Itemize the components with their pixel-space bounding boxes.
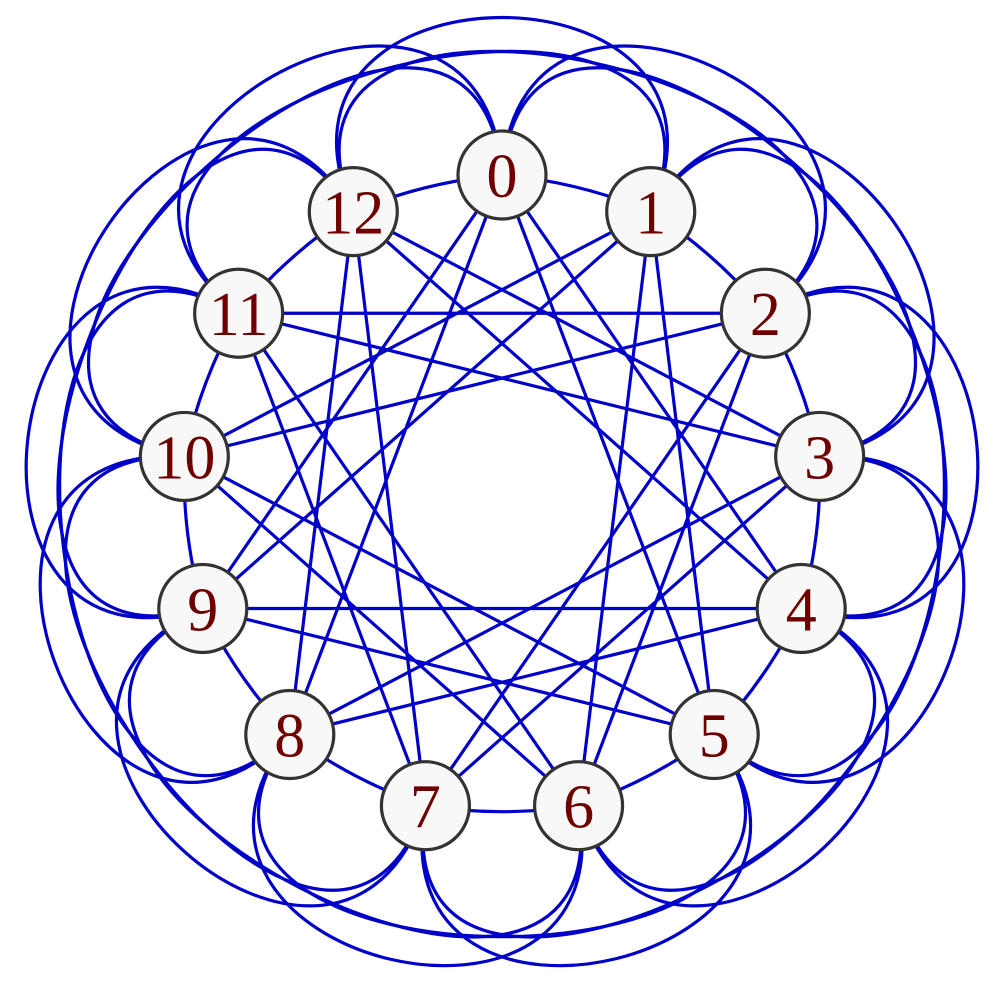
edge-step-five-12-4 [352, 210, 803, 610]
edge-step-five-5-10 [183, 455, 715, 736]
edge-step-four-4-8 [289, 606, 802, 737]
node-4: 4 [755, 562, 847, 655]
node-label-8: 8 [274, 703, 305, 771]
edge-step-two-4-6 [577, 607, 890, 908]
node-0: 0 [456, 129, 548, 221]
node-3: 3 [774, 410, 866, 503]
edge-step-three-2-5 [713, 289, 946, 778]
edge-step-two-6-8 [251, 733, 584, 968]
node-circle-9 [157, 562, 249, 655]
edge-step-five-0-5 [500, 174, 716, 736]
edges-layer [24, 15, 980, 968]
node-label-11: 11 [209, 281, 269, 349]
edge-step-four-5-9 [202, 606, 715, 737]
edge-step-five-9-1 [201, 210, 652, 610]
edge-step-four-6-10 [183, 455, 580, 807]
edge-step-five-6-11 [237, 312, 580, 807]
node-11: 11 [193, 267, 285, 359]
edge-step-three-9-12 [56, 147, 355, 618]
node-label-3: 3 [804, 424, 835, 492]
node-label-12: 12 [322, 180, 384, 248]
edge-step-two-9-11 [24, 285, 240, 619]
edge-step-five-2-7 [424, 312, 767, 807]
edge-step-three-11-1 [185, 49, 667, 315]
node-label-5: 5 [699, 703, 730, 771]
edge-step-two-5-7 [420, 733, 753, 968]
edge-step-three-12-2 [337, 49, 819, 315]
edge-step-three-8-11 [58, 289, 291, 778]
node-7: 7 [379, 760, 472, 852]
edge-step-four-10-1 [183, 210, 652, 458]
edge-step-four-3-7 [424, 455, 821, 807]
edge-step-two-0-2 [500, 44, 827, 315]
node-8: 8 [244, 688, 336, 781]
node-circle-3 [774, 410, 866, 503]
edge-step-two-8-10 [38, 454, 291, 784]
node-5: 5 [668, 688, 760, 781]
edge-step-five-1-6 [576, 211, 653, 806]
edge-step-two-3-5 [713, 454, 966, 784]
edge-step-four-12-3 [352, 210, 821, 458]
node-circle-5 [668, 688, 760, 781]
edge-step-five-10-2 [183, 311, 766, 458]
edge-step-four-1-5 [649, 211, 716, 735]
edge-step-three-7-10 [63, 454, 427, 892]
node-9: 9 [157, 562, 249, 655]
node-circle-10 [138, 410, 230, 503]
node-circle-6 [532, 760, 625, 852]
node-circle-4 [755, 562, 847, 655]
edge-step-three-0-3 [500, 66, 918, 458]
node-1: 1 [605, 166, 697, 258]
node-circle-7 [379, 760, 472, 852]
edge-step-three-10-0 [86, 66, 504, 458]
node-label-1: 1 [635, 180, 666, 248]
node-circle-1 [605, 166, 697, 258]
edge-step-two-2-4 [764, 285, 980, 619]
edge-step-four-8-12 [288, 211, 355, 735]
node-circle-12 [307, 166, 399, 258]
edge-step-five-7-12 [351, 211, 428, 806]
node-10: 10 [138, 410, 230, 503]
edge-step-three-4-7 [421, 607, 877, 939]
edge-step-five-8-0 [288, 174, 504, 736]
node-12: 12 [307, 166, 399, 258]
edge-step-four-9-0 [201, 174, 504, 610]
edge-step-two-11-0 [177, 44, 504, 315]
edge-step-four-0-4 [500, 174, 803, 610]
node-2: 2 [719, 267, 811, 359]
node-circle-11 [193, 267, 285, 359]
edge-step-three-1-4 [649, 147, 948, 618]
node-label-0: 0 [487, 143, 518, 211]
node-circle-2 [719, 267, 811, 359]
edge-step-two-7-9 [114, 607, 427, 908]
node-label-2: 2 [750, 281, 781, 349]
node-label-9: 9 [187, 576, 218, 644]
node-label-4: 4 [786, 576, 817, 644]
node-label-6: 6 [563, 774, 594, 842]
node-6: 6 [532, 760, 625, 852]
edge-step-five-11-3 [238, 311, 821, 458]
node-label-7: 7 [410, 774, 441, 842]
edge-step-five-3-8 [289, 455, 821, 736]
edge-step-three-5-8 [257, 733, 747, 939]
edge-step-three-3-6 [577, 454, 941, 892]
edge-step-four-7-11 [237, 312, 427, 807]
edge-step-three-6-9 [127, 607, 583, 939]
node-label-10: 10 [153, 424, 215, 492]
edge-step-two-12-1 [335, 15, 669, 213]
node-circle-8 [244, 688, 336, 781]
edge-step-four-2-6 [577, 312, 767, 807]
edge-step-two-10-12 [68, 137, 355, 459]
node-circle-0 [456, 129, 548, 221]
edge-step-two-1-3 [649, 137, 936, 459]
